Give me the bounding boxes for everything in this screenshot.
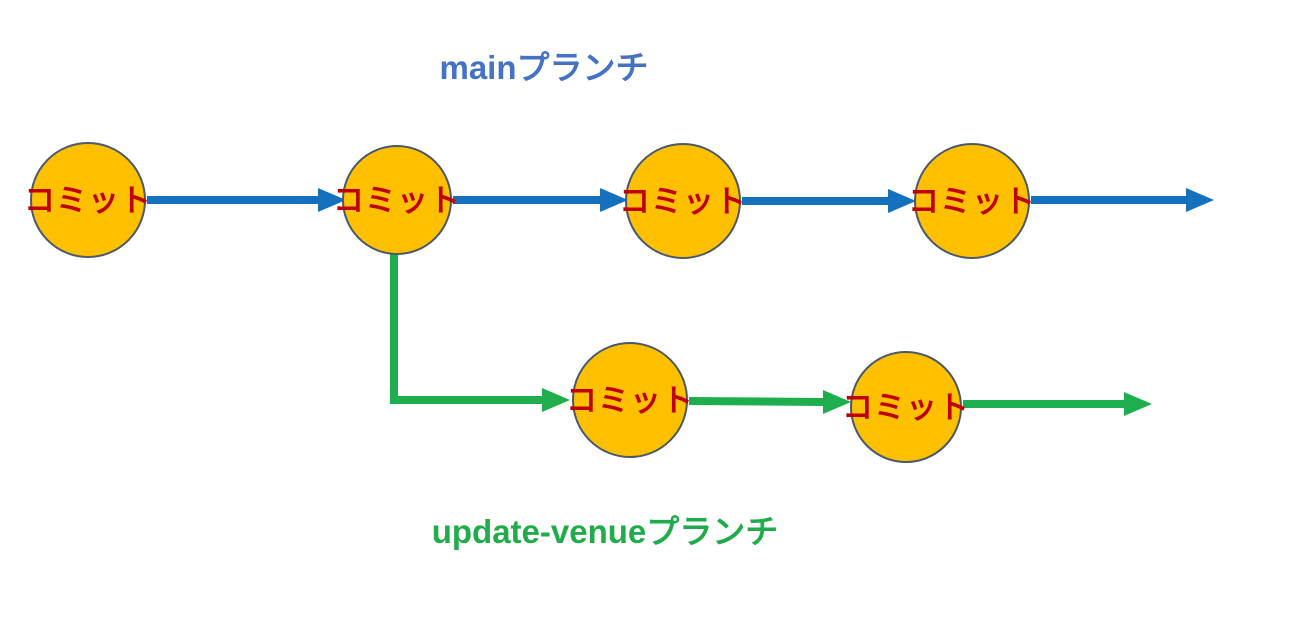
arrow-head-icon [823,390,851,414]
commit-node-circle [914,143,1030,259]
main-branch-arrow-3 [742,189,916,213]
commit-node-circle [30,142,146,258]
commit-node-label: コミット [566,383,694,418]
main-branch-arrow-1 [147,188,346,212]
commit-node: コミット [566,342,694,458]
commit-node: コミット [619,143,747,259]
update-venue-branch-label: update-venueプランチ [432,513,779,550]
arrow-elbow-line [390,253,542,404]
commit-node-label: コミット [908,184,1036,219]
commit-node-label: コミット [619,184,747,219]
arrow-head-icon [1124,392,1152,416]
commit-node: コミット [842,351,970,463]
commit-node-circle [572,342,688,458]
arrow-head-icon [542,388,570,412]
commit-node-circle [850,351,962,463]
commit-node-circle [342,145,452,255]
commit-node-label: コミット [333,183,461,218]
arrow-head-icon [318,188,346,212]
commit-node: コミット [24,142,152,258]
main-branch-arrow-4 [1031,188,1214,212]
commit-node-circle [625,143,741,259]
arrow-line [688,397,824,406]
main-branch-label: mainプランチ [439,49,648,86]
main-branch-arrow-2 [453,188,628,212]
arrow-head-icon [600,188,628,212]
commit-node: コミット [333,145,461,255]
branch-split-arrow [390,253,570,412]
update-venue-arrow-2 [963,392,1152,416]
commit-node-label: コミット [24,183,152,218]
arrow-head-icon [1186,188,1214,212]
update-venue-arrow-1 [688,390,851,414]
commit-node: コミット [908,143,1036,259]
commit-node-label: コミット [842,390,970,425]
arrow-head-icon [888,189,916,213]
